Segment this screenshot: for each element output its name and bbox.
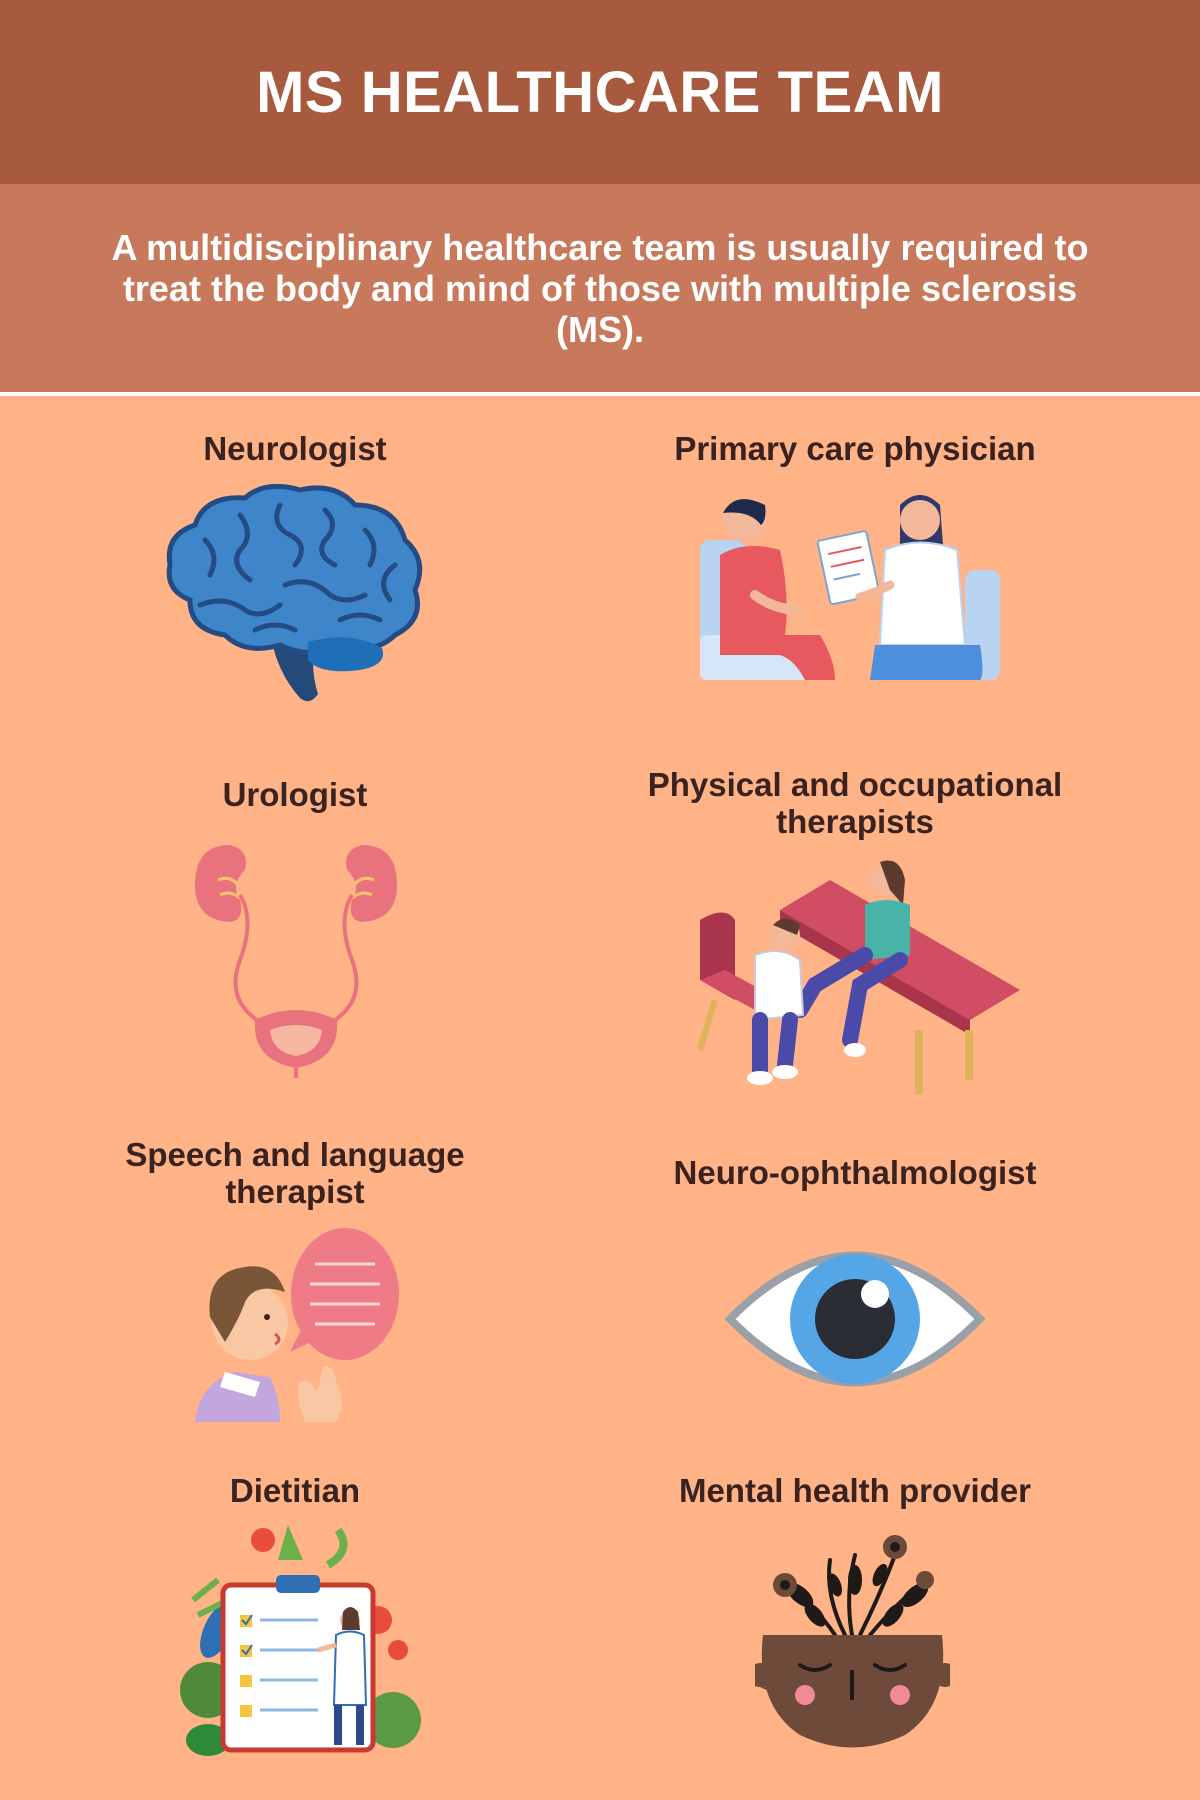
role-label-primary-care: Primary care physician	[674, 430, 1036, 467]
divider	[0, 392, 1200, 396]
speaking-person-icon	[195, 1228, 399, 1422]
mindful-head-icon	[755, 1535, 950, 1748]
doctor-consultation-icon	[700, 495, 1000, 680]
role-label-neuro-ophthalmologist: Neuro-ophthalmologist	[673, 1154, 1037, 1191]
role-label-mental-health: Mental health provider	[678, 1472, 1032, 1509]
role-label-urologist: Urologist	[222, 776, 368, 813]
intro-banner: A multidisciplinary healthcare team is u…	[0, 184, 1200, 392]
role-label-physical-occupational: Physical and occupational therapists	[647, 766, 1063, 840]
role-label-neurologist: Neurologist	[203, 430, 387, 467]
intro-text: A multidisciplinary healthcare team is u…	[111, 226, 1089, 350]
role-label-speech-language: Speech and language therapist	[125, 1136, 465, 1210]
urinary-system-icon	[195, 845, 397, 1078]
physical-therapy-icon	[697, 860, 1020, 1095]
diet-plan-icon	[180, 1525, 421, 1756]
brain-icon	[166, 483, 423, 702]
header-banner: MS HEALTHCARE TEAM	[0, 0, 1200, 184]
page-title: MS HEALTHCARE TEAM	[256, 59, 944, 125]
eye-icon	[725, 1251, 985, 1387]
role-label-dietitian: Dietitian	[229, 1472, 361, 1509]
